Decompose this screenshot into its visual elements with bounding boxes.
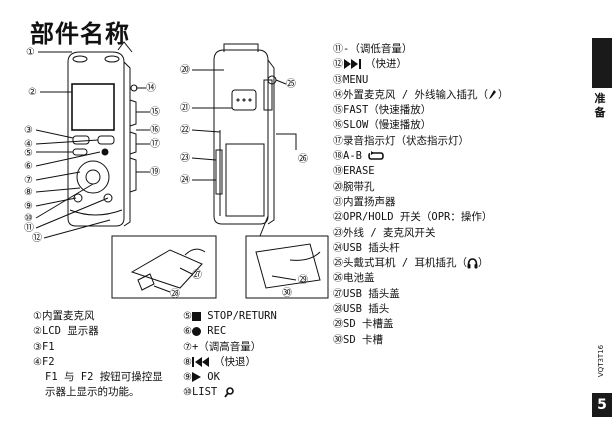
callout-29: ㉙ (298, 274, 308, 286)
callout-25: ㉕ (286, 78, 296, 90)
callout-28: ㉘ (170, 288, 180, 300)
callout-20: ⑳ (180, 64, 190, 76)
nav-ring (76, 160, 110, 194)
list-item: ㉑内置扬声器 (333, 195, 396, 208)
page-number: 5 (592, 393, 612, 417)
microphone-icon (488, 90, 496, 100)
list-item: ①内置麦克风 (33, 310, 95, 322)
list-item: ㉙SD 卡槽盖 (333, 318, 394, 331)
lcd-display (71, 83, 115, 131)
record-icon (191, 326, 201, 336)
sd-zoom-box (245, 235, 329, 299)
list-item-note: 示器上显示的功能。 (45, 386, 140, 399)
list-item: ㉒OPR/HOLD 开关（OPR：操作） (333, 211, 493, 224)
list-item: ⑩LIST (183, 385, 277, 400)
list-item: ⑯SLOW（慢速播放） (333, 119, 432, 132)
list-item: ㉚SD 卡槽 (333, 333, 383, 346)
callout-19: ⑲ (150, 166, 160, 178)
list-item: ⑪-（调低音量） (333, 43, 413, 55)
callout-24: ㉔ (180, 174, 190, 186)
side-buttons (129, 99, 137, 127)
front-mic-right (104, 55, 120, 63)
list-item: ⑭外置麦克风 / 外线输入插孔（） (333, 88, 509, 101)
callout-22: ㉒ (180, 124, 190, 136)
list-item: ㉕头戴式耳机 / 耳机插孔（） (333, 257, 489, 270)
back-device-body (213, 49, 269, 225)
f2-button (97, 135, 115, 145)
headphone-icon (467, 257, 478, 269)
callout-21: ㉑ (180, 102, 190, 114)
section-tab (592, 38, 612, 88)
callout-2: ② (28, 87, 37, 98)
usb-zoom-box (111, 235, 217, 299)
search-icon (223, 387, 234, 398)
fast-forward-icon (344, 59, 361, 70)
stop-icon (191, 311, 201, 321)
list-item: ⑧（快退） (183, 355, 256, 368)
list-item: ㉗USB 插头盖 (333, 287, 400, 300)
callout-10: ⑩ (24, 213, 33, 224)
list-item: ㉘USB 插头 (333, 303, 390, 316)
stop-button (72, 148, 88, 156)
list-item: ㉖电池盖 (333, 272, 375, 285)
callout-6: ⑥ (24, 161, 33, 172)
callout-11: ⑪ (24, 222, 34, 234)
callout-14: ⑭ (146, 82, 156, 94)
callout-9: ⑨ (24, 201, 33, 212)
list-item: ⑲ERASE (333, 165, 375, 178)
list-item: ⑰录音指示灯（状态指示灯） (333, 134, 469, 147)
rec-button (101, 148, 109, 156)
callout-26: ㉖ (298, 153, 308, 165)
callout-15: ⑮ (150, 106, 160, 118)
list-item: ③F1 (33, 340, 55, 353)
rewind-icon (191, 356, 209, 367)
list-item: ④F2 (33, 355, 55, 368)
parts-list-left: ①内置麦克风 ②LCD 显示器 ③F1 ④F2 F1 与 F2 按钮可操控显 示… (33, 309, 163, 401)
list-item: ⑮FAST（快速播放） (333, 104, 432, 117)
list-item: ⑦+（调高音量） (183, 340, 262, 353)
list-item: ⑨ OK (183, 371, 220, 384)
list-item: ㉔USB 插头杆 (333, 241, 400, 254)
callout-30: ㉚ (282, 287, 292, 299)
play-icon (191, 372, 201, 383)
list-item: ②LCD 显示器 (33, 325, 99, 338)
list-item: ⑱A-B (333, 149, 508, 164)
callout-7: ⑦ (24, 175, 33, 186)
list-item: ⑫（快进） (333, 58, 407, 71)
list-item: ⑬MENU (333, 73, 369, 86)
section-label-char: 准 备 (594, 92, 606, 119)
callout-27: ㉗ (192, 269, 202, 281)
parts-list-right: ⑪-（调低音量） ⑫（快进） ⑬MENU ⑭外置麦克风 / 外线输入插孔（） ⑮… (333, 42, 508, 348)
callout-23: ㉓ (180, 152, 190, 164)
battery-cover (225, 143, 265, 217)
callout-17: ⑰ (150, 138, 160, 150)
page-title: 部件名称 (30, 20, 130, 48)
document-code: VQT3T16 (597, 344, 605, 378)
menu-button (103, 193, 113, 203)
list-item-note: F1 与 F2 按钮可操控显 (45, 371, 163, 384)
parts-list-middle: ⑤ STOP/RETURN ⑥ REC ⑦+（调高音量） ⑧（快退） ⑨ OK … (183, 309, 277, 401)
list-item: ⑤ STOP/RETURN (183, 310, 277, 322)
callout-12: ⑫ (32, 232, 42, 244)
front-device-body (67, 51, 125, 227)
list-item: ⑳腕带孔 (333, 180, 375, 193)
ok-button (85, 169, 101, 185)
callout-5: ⑤ (24, 148, 33, 159)
callout-4: ④ (24, 139, 33, 150)
device-diagram: ① ② ③ ④ ⑤ ⑥ ⑦ ⑧ ⑨ ⑩ ⑪ ⑫ ⑭ ⑮ ⑯ ⑰ ⑲ ⑳ ㉑ ㉒ … (24, 41, 329, 300)
list-item: ⑥ REC (183, 325, 227, 338)
front-mic-left (72, 55, 88, 63)
callout-8: ⑧ (24, 187, 33, 198)
opr-switch (215, 149, 223, 195)
callout-3: ③ (24, 125, 33, 136)
list-item: ㉓外线 / 麦克风开关 (333, 226, 436, 239)
f1-button (72, 135, 90, 145)
callout-1: ① (26, 47, 35, 58)
repeat-icon (368, 151, 385, 160)
callout-16: ⑯ (150, 124, 160, 136)
speaker-grille (231, 89, 257, 111)
section-label: 准 备 (590, 92, 610, 120)
